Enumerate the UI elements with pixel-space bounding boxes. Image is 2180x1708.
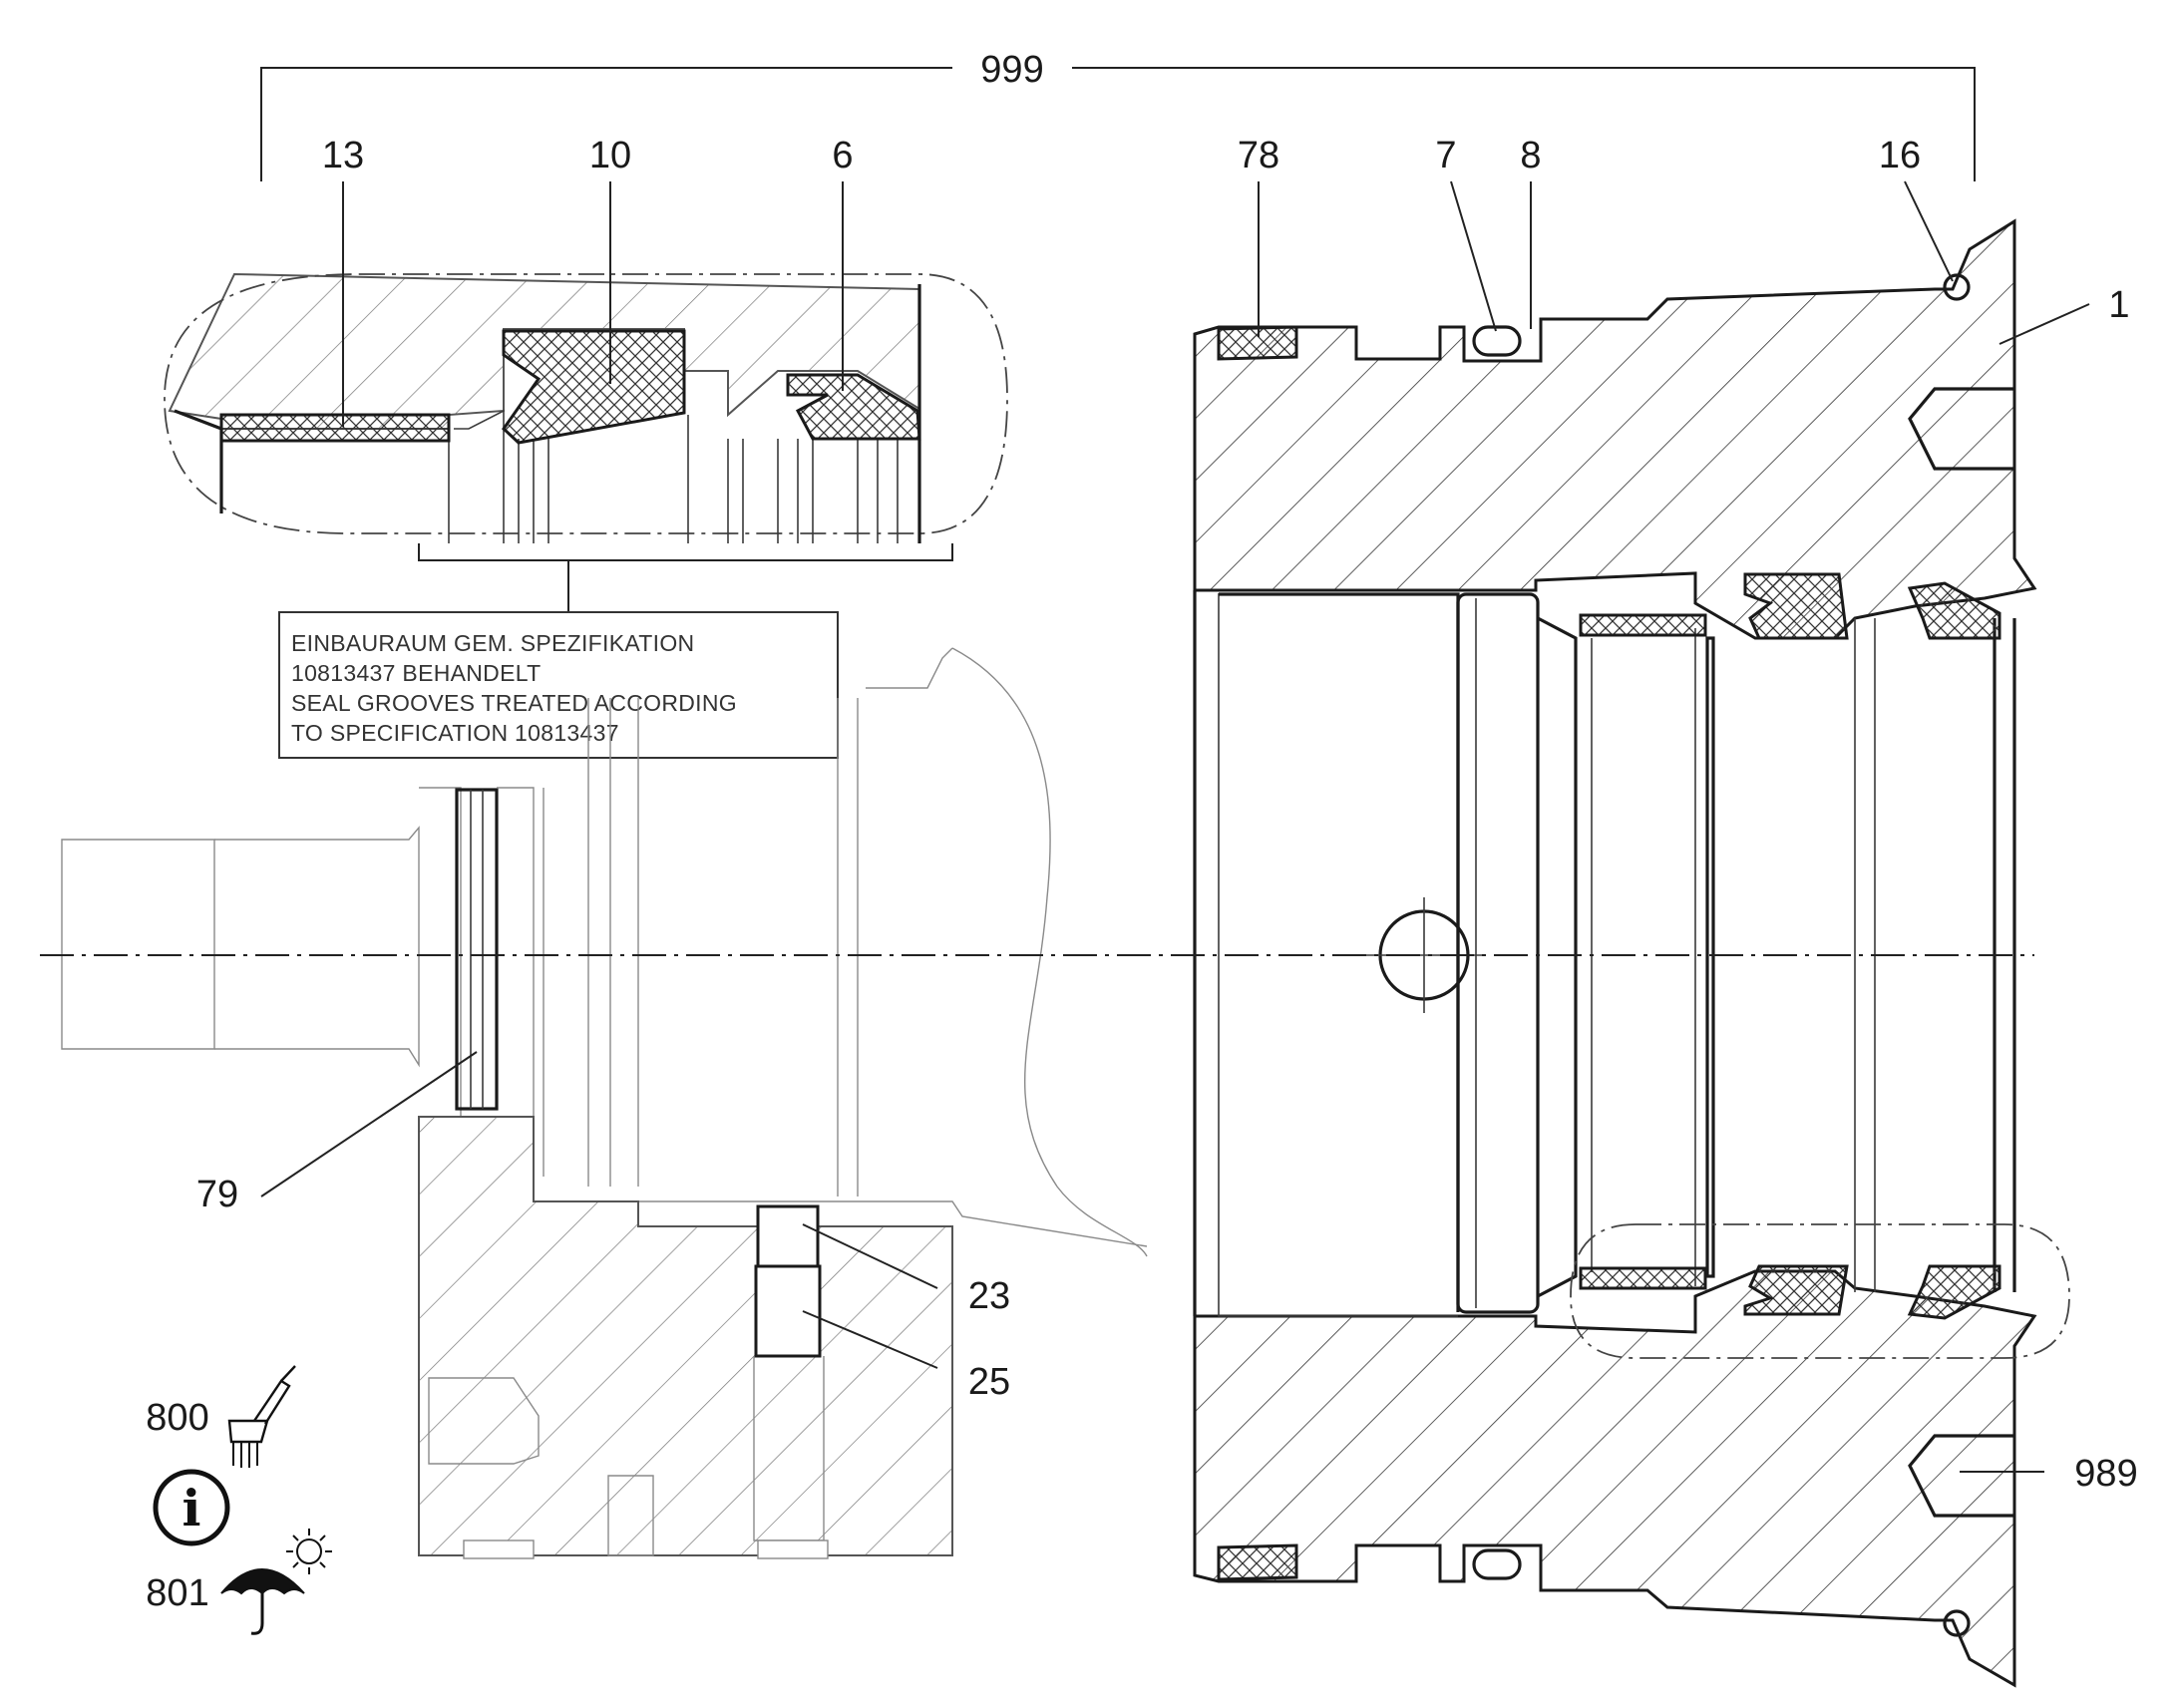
- label-8: 8: [1520, 135, 1541, 176]
- info-glyph: i: [182, 1479, 201, 1537]
- groove-16-top: [1943, 273, 1971, 301]
- label-989: 989: [2074, 1453, 2137, 1495]
- seal-6-bottom: [1907, 1264, 2001, 1320]
- detail-view: [164, 272, 1008, 612]
- seal-78-top: [1217, 325, 1298, 361]
- label-800: 800: [146, 1397, 208, 1439]
- info-icon: i: [153, 1469, 230, 1546]
- label-10: 10: [589, 135, 631, 176]
- label-23: 23: [968, 1275, 1010, 1317]
- leader-lines: [260, 180, 2090, 1473]
- seal-6: [786, 373, 921, 441]
- sun-icon: [286, 1529, 332, 1574]
- label-13: 13: [322, 135, 364, 176]
- groove-16-bottom: [1943, 1609, 1971, 1637]
- label-25: 25: [968, 1361, 1010, 1403]
- main-cylinder-section: [1193, 218, 2070, 1688]
- umbrella-icon: [220, 1568, 305, 1635]
- left-partial-view: [61, 647, 1148, 1559]
- paint-brush-icon: [227, 1365, 296, 1468]
- note-line-4: TO SPECIFICATION 10813437: [291, 720, 619, 746]
- label-999: 999: [980, 49, 1043, 91]
- assembly-bracket: [260, 67, 1976, 181]
- label-7: 7: [1435, 135, 1456, 176]
- seal-10: [502, 329, 686, 445]
- note-line-2: 10813437 BEHANDELT: [291, 660, 541, 686]
- seal-13-top: [1579, 613, 1707, 637]
- seal-78-bottom: [1217, 1543, 1298, 1581]
- seal-10-bottom: [1743, 1264, 1849, 1316]
- seal-6-top: [1907, 581, 2001, 640]
- part-labels: 999 13 10 6 78 7 8 16 1 79 23 25 989 800…: [146, 49, 2137, 1614]
- seal-13-bottom: [1579, 1266, 1707, 1290]
- label-78: 78: [1238, 135, 1279, 176]
- specification-note: EINBAURAUM GEM. SPEZIFIKATION 10813437 B…: [278, 611, 839, 759]
- label-16: 16: [1879, 135, 1921, 176]
- o-ring-7-top: [1472, 325, 1522, 357]
- label-801: 801: [146, 1572, 208, 1614]
- label-1: 1: [2108, 284, 2129, 326]
- label-79: 79: [196, 1174, 238, 1215]
- note-line-1: EINBAURAUM GEM. SPEZIFIKATION: [291, 630, 694, 656]
- seal-10-top: [1743, 572, 1849, 640]
- label-6: 6: [832, 135, 853, 176]
- seal-13: [219, 413, 451, 443]
- o-ring-7-bottom: [1472, 1548, 1522, 1580]
- note-line-3: SEAL GROOVES TREATED ACCORDING: [291, 690, 737, 716]
